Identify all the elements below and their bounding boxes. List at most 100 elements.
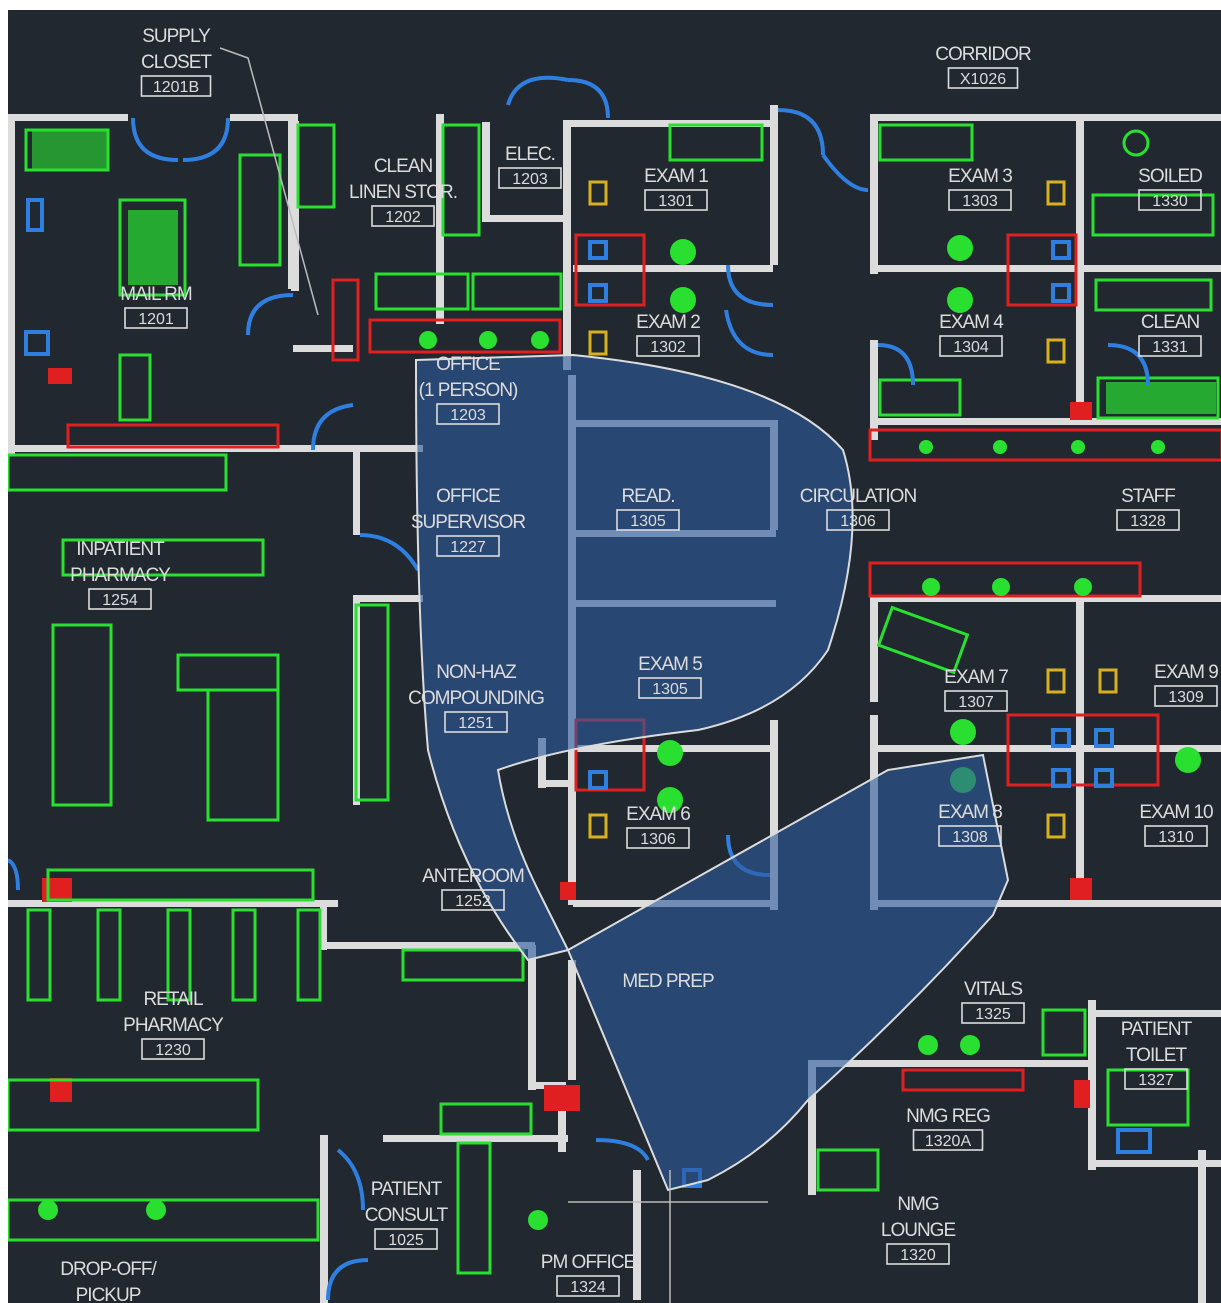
room-number: 1320A <box>925 1133 972 1150</box>
room-name: VITALS <box>964 979 1022 1000</box>
room-number-box <box>441 889 505 911</box>
room-number-box <box>140 75 212 97</box>
room-number-box <box>141 1038 205 1060</box>
room-name: SUPPLY <box>142 26 211 47</box>
room-label-nmg-lounge: NMG LOUNGE 1320 <box>881 1194 956 1265</box>
room-number-box <box>1144 825 1208 847</box>
room-name: EXAM 10 <box>1139 802 1213 823</box>
room-number: 1230 <box>155 1042 191 1059</box>
room-label-med-prep: MED PREP <box>622 971 715 992</box>
room-number-box <box>374 1228 438 1250</box>
room-name: CLEAN <box>1141 312 1200 333</box>
room-name: EXAM 8 <box>938 802 1002 823</box>
room-name: READ. <box>621 486 674 507</box>
room-number-box <box>948 189 1012 211</box>
room-number: 1251 <box>458 715 494 732</box>
room-number-box <box>826 509 890 531</box>
room-name: LOUNGE <box>881 1220 956 1241</box>
room-number: 1254 <box>102 592 138 609</box>
room-number-box <box>636 335 700 357</box>
selection-overlay <box>414 353 1010 1192</box>
room-number: 1252 <box>455 893 491 910</box>
room-name: INPATIENT <box>76 539 165 560</box>
room-number: 1201B <box>153 79 199 96</box>
room-number: 1320 <box>900 1247 936 1264</box>
room-number-box <box>644 189 708 211</box>
room-label-elec: ELEC.1203 <box>498 144 562 189</box>
room-number: 1331 <box>1152 339 1188 356</box>
room-name: PHARMACY <box>123 1015 224 1036</box>
room-number-box <box>961 1002 1025 1024</box>
room-label-pm-office: PM OFFICE 1324 <box>541 1252 637 1297</box>
room-label-reading: READ. 1305 <box>616 486 680 531</box>
room-number-box <box>1124 1068 1188 1090</box>
room-number: 1306 <box>840 513 876 530</box>
room-number: 1324 <box>570 1279 606 1296</box>
room-number-box <box>444 711 508 733</box>
room-number-box <box>1154 685 1218 707</box>
room-number-box <box>498 167 562 189</box>
room-number-box <box>638 677 702 699</box>
room-label-clean: CLEAN 1331 <box>1138 312 1202 357</box>
room-label-drop-off-pickup: DROP-OFF/PICKUP <box>60 1259 158 1303</box>
room-number-box <box>371 205 435 227</box>
room-name: PATIENT <box>1121 1019 1193 1040</box>
room-labels: SUPPLY CLOSET 1201B CLEAN LINEN STOR. 1202 ELE… <box>60 26 1219 1303</box>
room-number: 1203 <box>450 407 486 424</box>
casework <box>42 233 1221 1111</box>
room-number: 1302 <box>650 339 686 356</box>
room-label-office-person: OFFICE (1 PERSON) 1203 <box>419 354 519 425</box>
room-number: 1227 <box>450 539 486 556</box>
room-name: (1 PERSON) <box>419 380 518 401</box>
leader-lines <box>219 47 768 1303</box>
room-name: STAFF <box>1121 486 1175 507</box>
room-number: 1202 <box>385 209 421 226</box>
doors <box>8 75 1152 1301</box>
room-number-box <box>912 1129 984 1151</box>
room-number: 1327 <box>1138 1072 1174 1089</box>
room-number: 1304 <box>953 339 989 356</box>
room-name: NMG <box>897 1194 939 1215</box>
room-name: PM OFFICE <box>541 1252 636 1273</box>
room-number: 1305 <box>652 681 688 698</box>
room-number-box <box>626 827 690 849</box>
room-name: OFFICE <box>436 354 500 375</box>
room-name: CORRIDOR <box>935 44 1031 65</box>
room-number: 1301 <box>658 193 694 210</box>
room-name: LINEN STOR. <box>349 182 457 203</box>
room-label-non-haz-compounding: NON-HAZ COMPOUNDING 1251 <box>408 662 545 733</box>
room-number-box <box>1138 335 1202 357</box>
room-name: OFFICE <box>436 486 500 507</box>
room-number-box <box>556 1275 620 1297</box>
room-number-box <box>88 588 152 610</box>
room-number: 1325 <box>975 1006 1011 1023</box>
room-number: 1305 <box>630 513 666 530</box>
floor-plan: SUPPLY CLOSET 1201B CLEAN LINEN STOR. 1202 ELE… <box>8 26 1221 1303</box>
room-name: CLEAN <box>374 156 433 177</box>
room-number: 1306 <box>640 831 676 848</box>
room-label-office-supervisor: OFFICE SUPERVISOR 1227 <box>411 486 526 557</box>
room-number-box <box>939 335 1003 357</box>
room-name: COMPOUNDING <box>408 688 544 709</box>
room-number-box <box>124 307 188 329</box>
room-name: SUPERVISOR <box>411 512 526 533</box>
furniture <box>8 123 1220 1275</box>
room-name: NON-HAZ <box>436 662 517 683</box>
room-name: ELEC. <box>505 144 555 165</box>
room-name: CLOSET <box>141 52 212 73</box>
floor-plan-canvas: SUPPLY CLOSET 1201B CLEAN LINEN STOR. 1202 ELE… <box>8 10 1221 1303</box>
